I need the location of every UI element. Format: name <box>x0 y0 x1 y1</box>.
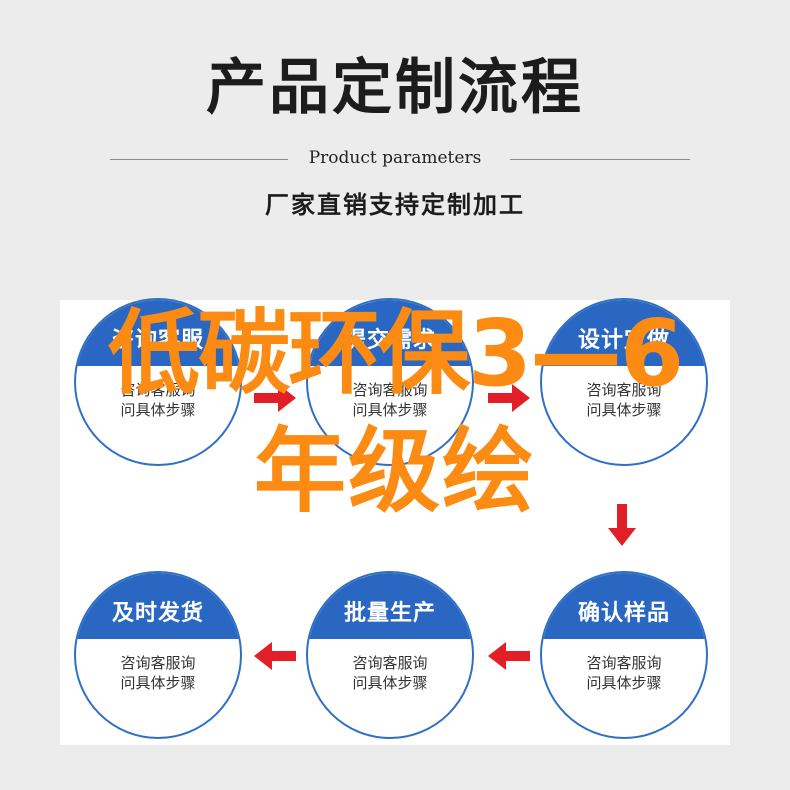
subtitle-english: Product parameters <box>308 148 482 168</box>
page-title: 产品定制流程 <box>206 53 584 123</box>
divider-left <box>110 159 288 160</box>
step-description: 咨询客服询 问具体步骤 <box>76 380 240 420</box>
step-desc-line: 问具体步骤 <box>352 401 428 419</box>
step-description: 咨询客服询 问具体步骤 <box>308 380 472 420</box>
step-desc-line: 问具体步骤 <box>586 674 662 692</box>
step-title: 确认样品 <box>542 573 706 639</box>
step-desc-line: 咨询客服询 <box>586 654 662 672</box>
step-desc-line: 问具体步骤 <box>352 674 428 692</box>
step-submit: 提交需求 咨询客服询 问具体步骤 <box>306 298 474 466</box>
step-desc-line: 问具体步骤 <box>586 401 662 419</box>
step-consult: 咨询客服 咨询客服询 问具体步骤 <box>74 298 242 466</box>
arrow-left-icon <box>254 642 296 670</box>
step-desc-line: 咨询客服询 <box>352 654 428 672</box>
step-confirm-sample: 确认样品 咨询客服询 问具体步骤 <box>540 571 708 739</box>
step-title: 批量生产 <box>308 573 472 639</box>
step-desc-line: 问具体步骤 <box>120 674 196 692</box>
step-desc-line: 问具体步骤 <box>120 401 196 419</box>
step-title: 设计定做 <box>542 300 706 366</box>
step-description: 咨询客服询 问具体步骤 <box>542 380 706 420</box>
step-description: 咨询客服询 问具体步骤 <box>542 653 706 693</box>
step-description: 咨询客服询 问具体步骤 <box>308 653 472 693</box>
step-produce: 批量生产 咨询客服询 问具体步骤 <box>306 571 474 739</box>
step-desc-line: 咨询客服询 <box>352 381 428 399</box>
step-desc-line: 咨询客服询 <box>120 654 196 672</box>
step-description: 咨询客服询 问具体步骤 <box>76 653 240 693</box>
step-ship: 及时发货 咨询客服询 问具体步骤 <box>74 571 242 739</box>
arrow-left-icon <box>488 642 530 670</box>
arrow-right-icon <box>488 384 530 412</box>
step-design: 设计定做 咨询客服询 问具体步骤 <box>540 298 708 466</box>
step-desc-line: 咨询客服询 <box>120 381 196 399</box>
step-title: 咨询客服 <box>76 300 240 366</box>
step-desc-line: 咨询客服询 <box>586 381 662 399</box>
divider-right <box>510 159 690 160</box>
arrow-right-icon <box>254 384 296 412</box>
step-title: 及时发货 <box>76 573 240 639</box>
subtitle-chinese: 厂家直销支持定制加工 <box>265 190 525 219</box>
step-title: 提交需求 <box>308 300 472 366</box>
arrow-down-icon <box>608 504 636 546</box>
